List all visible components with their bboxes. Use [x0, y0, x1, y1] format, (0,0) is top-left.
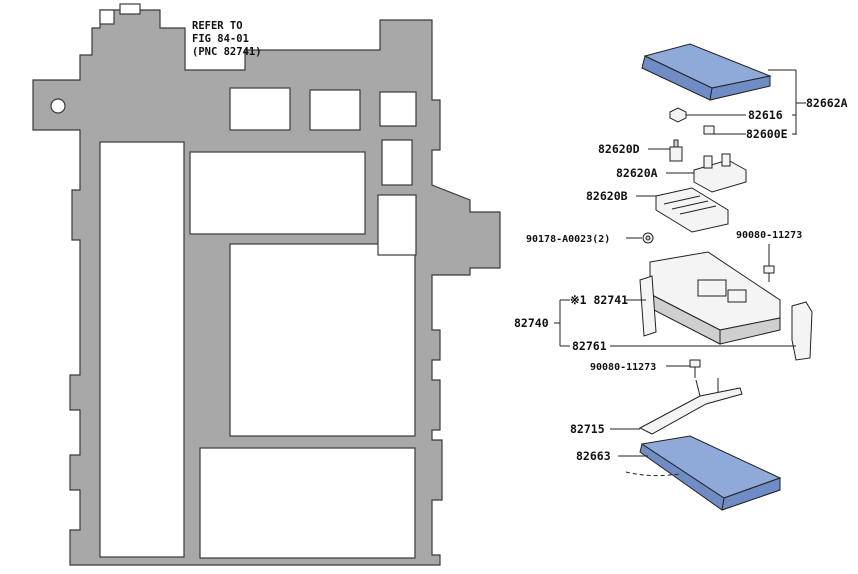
label-82663: 82663	[576, 449, 611, 463]
part-82761-bracket	[791, 301, 813, 361]
label-82715: 82715	[570, 422, 605, 436]
part-90080-bolt-top	[763, 265, 775, 282]
leader-lines	[554, 69, 806, 477]
connector-cavity	[381, 139, 413, 186]
relay-cavity	[99, 141, 185, 558]
label-82616: 82616	[748, 108, 783, 122]
label-90080-top: 90080-11273	[736, 230, 802, 241]
note-line-2: FIG 84-01	[192, 33, 249, 45]
label-90178: 90178-A0023(2)	[526, 234, 610, 245]
connector-cavity	[309, 89, 361, 131]
part-82600E-fuse	[703, 125, 715, 135]
exploded-parts-view: 82662A 82616 82600E 82620D 82620A 82620B…	[514, 43, 848, 511]
connector-cavity	[229, 87, 291, 131]
label-82662A: 82662A	[806, 96, 848, 110]
part-82620A-block	[693, 153, 747, 193]
connector-cavity	[377, 194, 417, 256]
panel-notch	[119, 3, 141, 15]
part-82662A-cover	[641, 43, 772, 101]
label-82620B: 82620B	[586, 189, 628, 203]
part-82741-relay-block	[639, 251, 781, 345]
relay-block-layout: REFER TO FIG 84-01 (PNC 82741)	[32, 3, 501, 566]
label-82761: 82761	[572, 339, 607, 353]
note-line-1: REFER TO	[192, 20, 243, 32]
relay-cavity	[199, 447, 416, 559]
part-82616-clip	[669, 107, 687, 123]
part-labels: 82662A 82616 82600E 82620D 82620A 82620B…	[514, 96, 848, 463]
part-82715-lower-bracket	[638, 379, 743, 435]
part-82620D-relay	[669, 139, 683, 162]
part-90080-bolt-mid	[689, 359, 719, 392]
label-90080-mid: 90080-11273	[590, 362, 656, 373]
relay-cavity	[229, 243, 416, 437]
reference-note: REFER TO FIG 84-01 (PNC 82741)	[192, 20, 262, 58]
relay-cavity	[189, 151, 366, 235]
panel-notch	[99, 9, 115, 25]
label-82620D: 82620D	[598, 142, 640, 156]
part-82620B-strip	[655, 187, 729, 233]
note-line-3: (PNC 82741)	[192, 46, 262, 58]
part-82663-lower-case	[639, 435, 782, 511]
label-82741: ※1 82741	[570, 293, 628, 307]
connector-cavity	[379, 91, 417, 127]
label-82620A: 82620A	[616, 166, 658, 180]
part-90178-nut	[642, 232, 654, 244]
label-82600E: 82600E	[746, 127, 788, 141]
label-82740: 82740	[514, 316, 549, 330]
mount-hole	[50, 98, 66, 114]
